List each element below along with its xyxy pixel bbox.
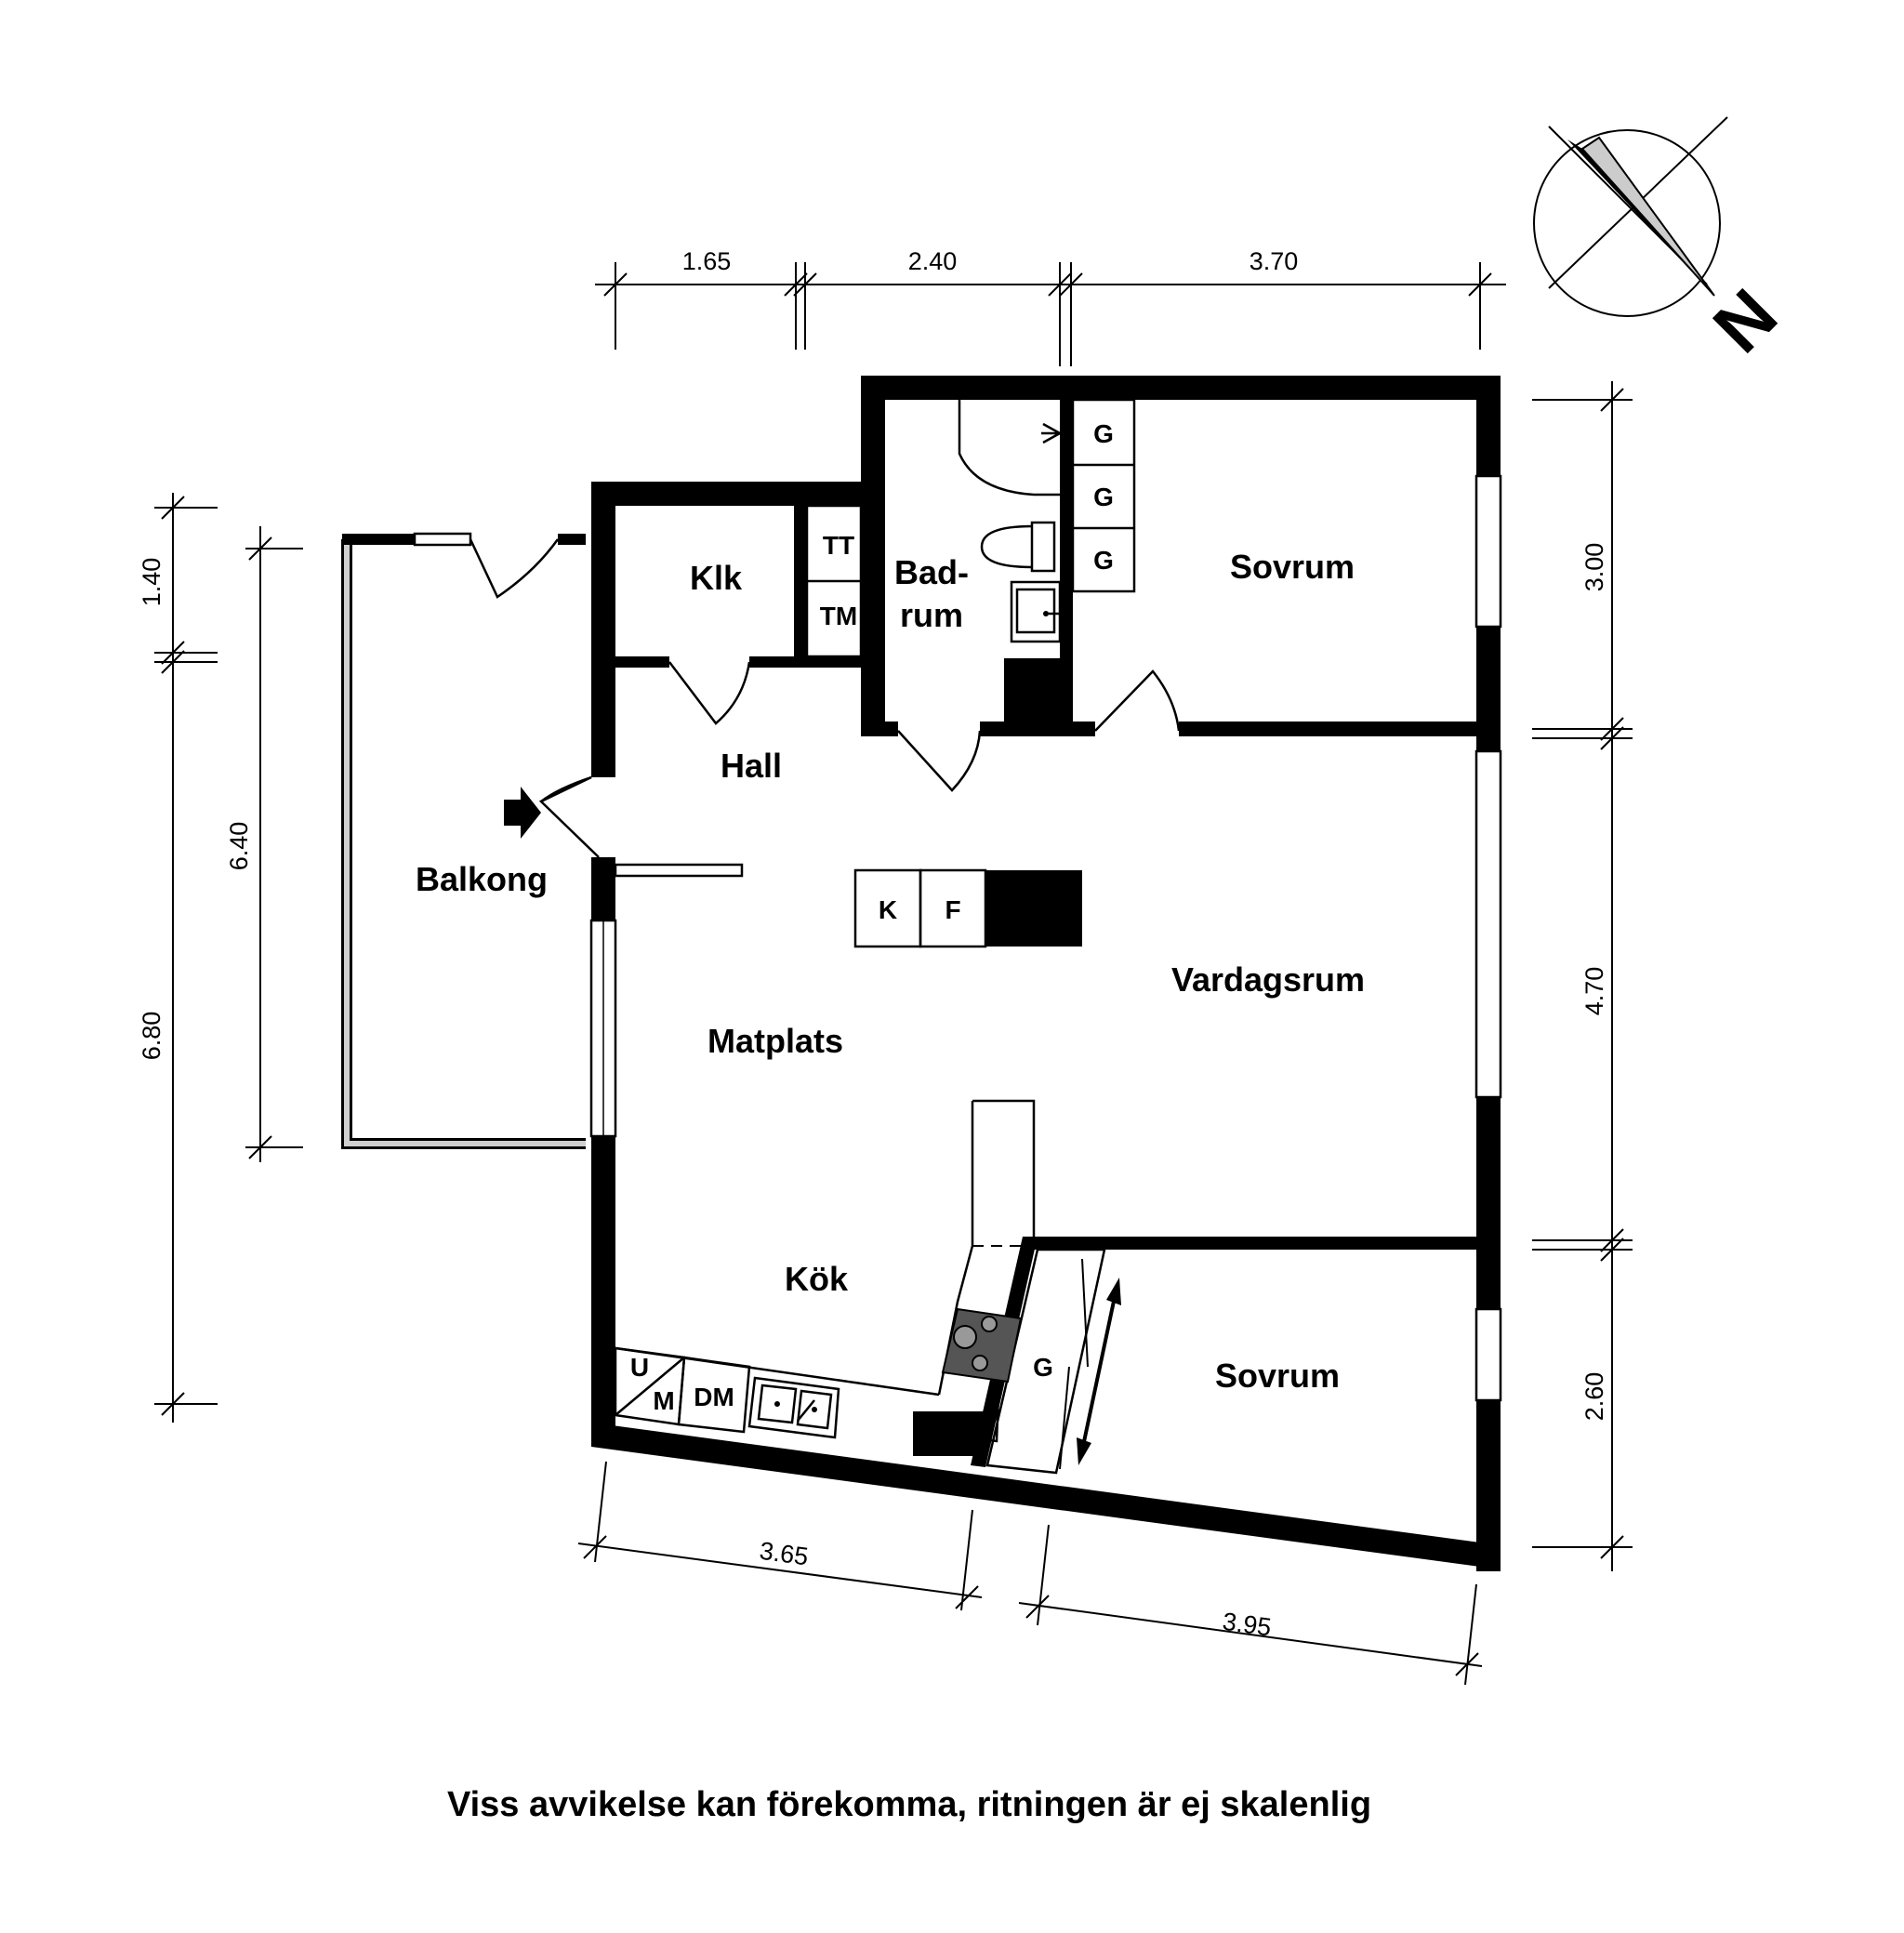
room-label-sovrum-upper: Sovrum — [1230, 548, 1355, 586]
compass-icon — [1533, 116, 1728, 317]
dimension-right-3: 2.60 — [1580, 1372, 1608, 1422]
dimension-top-1: 1.65 — [682, 247, 732, 275]
dimension-lines-bottom — [577, 1461, 1483, 1686]
compass-north-label: N — [1698, 273, 1792, 368]
kitchen-appliances — [614, 1346, 751, 1434]
fixture-label-tm: TM — [820, 602, 857, 630]
dimension-lines-left-inner — [245, 526, 303, 1162]
dimension-right-2: 4.70 — [1580, 967, 1608, 1016]
doors — [538, 661, 1181, 858]
fixture-label-u: U — [630, 1353, 649, 1382]
dimension-top-2: 2.40 — [908, 247, 958, 275]
sliding-door-arrow-icon — [1077, 1278, 1121, 1465]
dimension-top-3: 3.70 — [1250, 247, 1299, 275]
room-label-kok: Kök — [785, 1260, 849, 1298]
stove — [941, 1307, 1023, 1384]
room-label-matplats: Matplats — [707, 1022, 843, 1060]
wardrobe-upper — [1071, 398, 1136, 593]
fixture-label-wardrobe-3: G — [1093, 546, 1114, 575]
room-label-klk: Klk — [690, 559, 743, 597]
fixture-label-wardrobe-2: G — [1093, 483, 1114, 511]
dimension-left-1: 1.40 — [138, 558, 165, 607]
fixture-label-freezer: F — [945, 895, 960, 924]
room-label-sovrum-lower: Sovrum — [1215, 1357, 1340, 1395]
room-label-vardagsrum: Vardagsrum — [1171, 960, 1365, 999]
room-label-balkong: Balkong — [416, 860, 548, 898]
interior-walls — [615, 400, 1501, 1467]
fixture-label-tt: TT — [823, 531, 854, 560]
room-label-badrum-line1: Bad- — [894, 553, 969, 591]
fixture-label-m: M — [653, 1386, 674, 1415]
dimension-lines-top — [595, 262, 1506, 366]
bathroom-fixtures — [805, 400, 1062, 658]
kitchen-sink — [747, 1376, 840, 1439]
room-label-hall: Hall — [721, 747, 782, 785]
outer-walls — [589, 376, 1502, 1571]
balcony — [341, 532, 586, 1149]
fixture-label-wardrobe-lower: G — [1033, 1353, 1053, 1382]
fixture-label-dm: DM — [694, 1383, 734, 1411]
dimension-left-inner: 6.40 — [225, 822, 253, 871]
dimension-bottom-2: 3.95 — [1221, 1608, 1273, 1642]
fixture-label-wardrobe-1: G — [1093, 419, 1114, 448]
entrance-arrow-icon — [504, 787, 541, 839]
room-label-badrum-line2: rum — [900, 596, 963, 634]
dimension-bottom-1: 3.65 — [758, 1537, 810, 1571]
fridge-freezer — [853, 868, 1082, 948]
dimension-lines-right — [1532, 381, 1633, 1571]
dimension-lines-left-outer — [154, 493, 218, 1423]
disclaimer-caption: Viss avvikelse kan förekomma, ritningen … — [447, 1785, 1371, 1824]
fixture-label-fridge: K — [879, 895, 897, 924]
dimension-left-2: 6.80 — [138, 1012, 165, 1061]
hall-partition — [614, 863, 744, 878]
dimension-right-1: 3.00 — [1580, 543, 1608, 592]
wardrobe-lower — [985, 1248, 1106, 1475]
